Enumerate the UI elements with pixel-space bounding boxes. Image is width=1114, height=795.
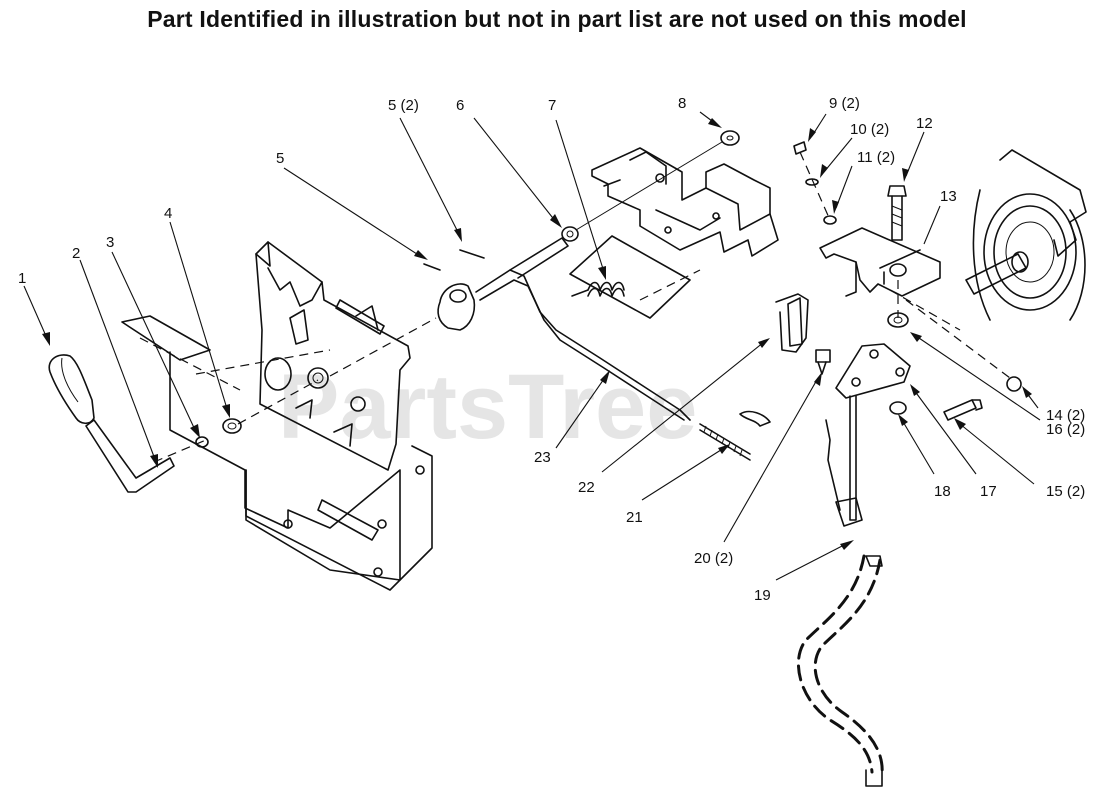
callout-labels: 1 2 3 4 5 5 (2) 6 7 8 9 (2) 10 (2) 11 (2… — [18, 95, 1085, 604]
lower-lever — [797, 419, 884, 787]
screw-20 — [815, 349, 831, 375]
callout-8: 8 — [678, 95, 686, 112]
callout-22: 22 — [578, 479, 595, 496]
handle-grip — [48, 354, 95, 425]
callout-5: 5 — [276, 150, 284, 167]
nut-18 — [889, 401, 907, 415]
callout-19: 19 — [754, 587, 771, 604]
leader-lines — [23, 111, 1041, 581]
callout-13: 13 — [940, 188, 957, 205]
bracket-22 — [775, 293, 809, 353]
washer-8 — [720, 130, 740, 146]
callout-9: 9 (2) — [829, 95, 860, 112]
callout-16: 16 (2) — [1046, 421, 1085, 438]
page-title: Part Identified in illustration but not … — [147, 6, 967, 32]
bolt-17 — [943, 399, 983, 421]
lever-bracket — [121, 315, 433, 591]
callout-20: 20 (2) — [694, 550, 733, 567]
callout-21: 21 — [626, 509, 643, 526]
lever-plate — [835, 343, 911, 521]
shift-lever-rod — [85, 419, 175, 493]
shift-pivot — [423, 249, 485, 331]
callout-1: 1 — [18, 270, 26, 287]
threaded-rod — [699, 410, 771, 461]
engine-pulley — [965, 149, 1087, 321]
callout-4: 4 — [164, 205, 172, 222]
watermark: PartsTree — [278, 356, 697, 458]
callout-14: 14 (2) — [1046, 407, 1085, 424]
washer-large — [222, 418, 242, 434]
callout-6: 6 — [456, 97, 464, 114]
callout-10: 10 (2) — [850, 121, 889, 138]
washer-16 — [887, 312, 909, 328]
frame-bracket — [591, 147, 779, 257]
callout-5-2: 5 (2) — [388, 97, 419, 114]
callout-18: 18 — [934, 483, 951, 500]
bushing — [561, 226, 579, 242]
bolt-12 — [887, 185, 907, 241]
callout-3: 3 — [106, 234, 114, 251]
small-hardware — [793, 141, 837, 225]
callout-11: 11 (2) — [857, 149, 895, 166]
callout-15: 15 (2) — [1046, 483, 1085, 500]
washer-14 — [1006, 376, 1022, 392]
pivot-bracket — [819, 227, 941, 297]
shifter-plate — [255, 241, 411, 471]
shift-rod — [475, 237, 691, 421]
callout-12: 12 — [916, 115, 933, 132]
callout-7: 7 — [548, 97, 556, 114]
spring-area-plate — [569, 235, 691, 319]
callout-2: 2 — [72, 245, 80, 262]
callout-17: 17 — [980, 483, 997, 500]
callout-23: 23 — [534, 449, 551, 466]
